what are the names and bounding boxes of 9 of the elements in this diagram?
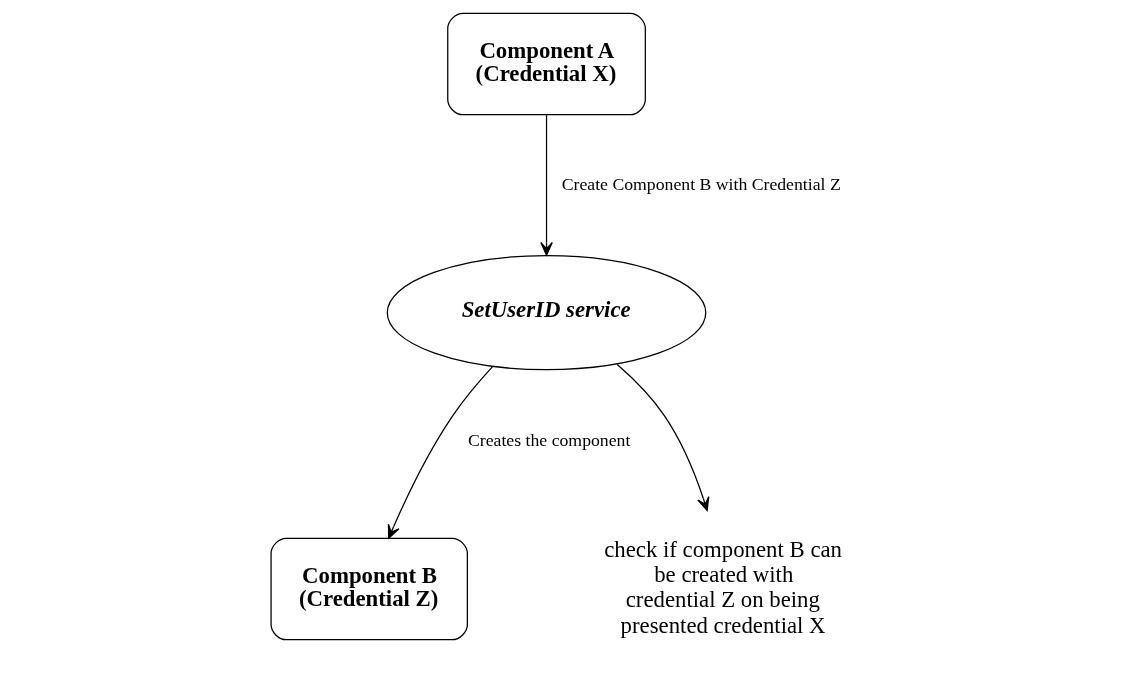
- node-box: Component A (Credential X): [447, 12, 646, 116]
- node-ellipse: SetUserID service: [386, 255, 707, 371]
- arrow: [387, 366, 493, 539]
- arrow: [616, 363, 710, 512]
- edge-label: Creates the component: [468, 429, 631, 450]
- node-text: check if component B can be created with credential Z on being presented credential X: [604, 536, 843, 638]
- edge-label: Create Component B with Credential Z: [561, 174, 841, 195]
- arrow: [540, 114, 553, 256]
- node-box: Component B (Credential Z): [270, 537, 468, 641]
